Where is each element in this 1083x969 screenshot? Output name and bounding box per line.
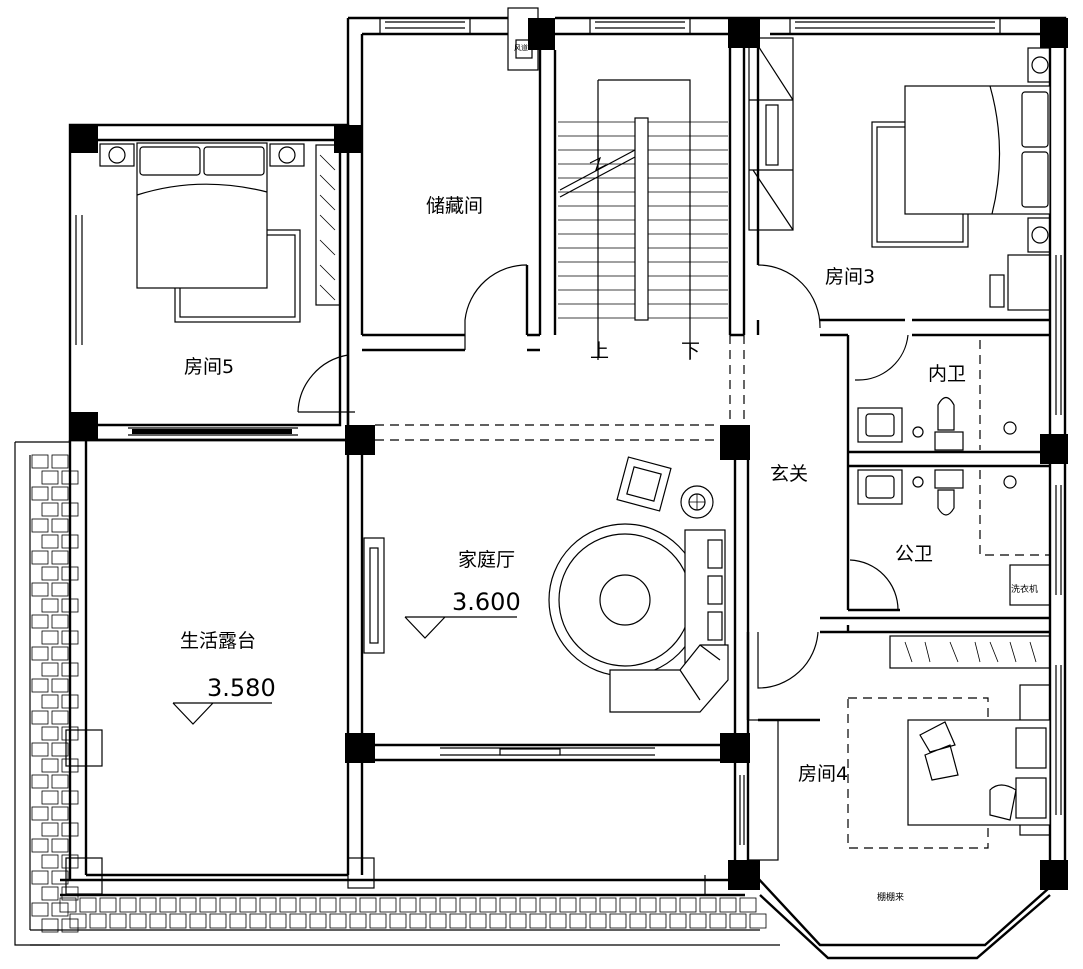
wardrobe-room5: [315, 144, 341, 306]
label-stair-up: 上: [590, 340, 609, 362]
label-public-bath: 公卫: [895, 543, 933, 565]
elevation-text-terrace: 3.580: [207, 674, 276, 702]
elevation-marker-family-hall: 3.600: [404, 588, 521, 639]
windows: [69, 18, 1062, 850]
label-stair-down: 下: [681, 340, 700, 362]
columns: [70, 18, 1068, 890]
terrace-paving: [14, 441, 780, 946]
label-living-terrace: 生活露台: [180, 630, 256, 652]
elevation-text-family-hall: 3.600: [452, 588, 521, 616]
bed-room3: [871, 47, 1051, 311]
label-room3: 房间3: [825, 266, 875, 288]
elevation-marker-terrace: 3.580: [172, 674, 276, 725]
label-storage: 储藏间: [426, 195, 483, 217]
staircase: [558, 79, 728, 360]
family-hall-sofa: [548, 456, 729, 713]
ventilation-shaft: [507, 7, 539, 71]
label-washing-machine: 洗衣机: [1011, 583, 1038, 595]
bed-room5: [99, 142, 305, 323]
label-family-hall: 家庭厅: [458, 549, 515, 571]
bath-fixtures: [857, 340, 1051, 606]
label-shaft: 风道: [514, 43, 528, 52]
room-labels: 储藏间 房间5 房间3 内卫 公卫 玄关 家庭厅 生活露台 房间4 上 下 洗衣…: [180, 43, 1038, 903]
label-room5: 房间5: [184, 356, 234, 378]
terrace-details: [65, 729, 706, 895]
walls: [60, 16, 1067, 960]
label-room4: 房间4: [798, 763, 848, 785]
label-foyer: 玄关: [770, 463, 808, 485]
label-planter: 棚棚来: [877, 891, 904, 903]
label-inner-bath: 内卫: [928, 363, 966, 385]
bed-room4: [847, 684, 1051, 849]
wardrobe-room3: [748, 37, 794, 231]
doors: [297, 264, 909, 689]
wardrobe-room4: [747, 635, 1051, 861]
